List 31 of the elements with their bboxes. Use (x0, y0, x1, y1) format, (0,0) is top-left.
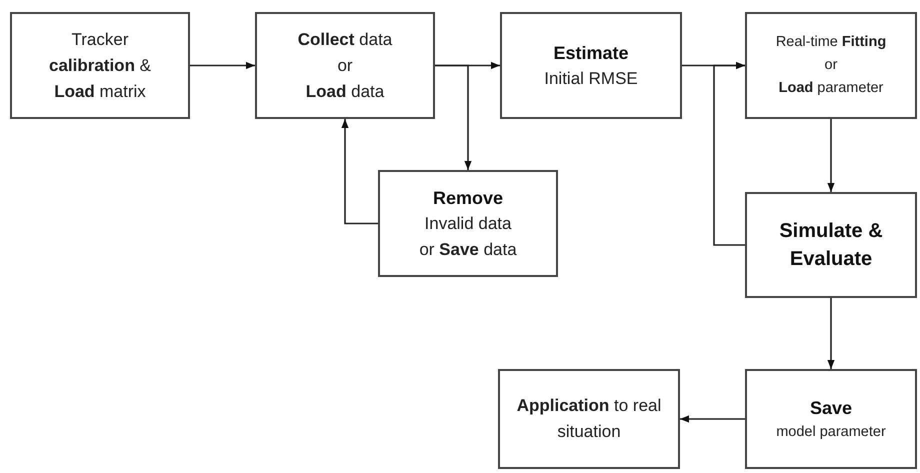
arrow (713, 62, 745, 246)
arrow (827, 298, 835, 369)
process-box (745, 369, 917, 469)
process-box (378, 170, 558, 277)
process-box (10, 12, 190, 119)
box-text: Simulate & Evaluate (778, 219, 884, 272)
box-text: or (824, 56, 838, 75)
arrow (435, 64, 472, 170)
process-box (745, 12, 917, 119)
process-box (745, 192, 917, 298)
box-text: or Save data (419, 238, 517, 260)
box-text: model parameter (776, 422, 886, 442)
box-text: Save (810, 396, 852, 420)
process-box (498, 369, 680, 469)
process-box (255, 12, 435, 119)
process-box (500, 12, 682, 119)
box-text: Estimate (553, 42, 629, 64)
arrow (190, 62, 255, 70)
box-text: or (337, 54, 353, 76)
arrow (827, 119, 835, 192)
box-text: Collect data (298, 28, 392, 50)
box-text: Tracker calibration & Load matrix (48, 28, 152, 102)
arrow (341, 119, 378, 224)
box-text: Load parameter (778, 79, 884, 98)
arrow (680, 415, 745, 423)
box-text: Application to real situation (516, 395, 662, 443)
box-text: Real-time Fitting (776, 33, 886, 52)
box-text: Load data (306, 80, 384, 102)
box-text: Initial RMSE (544, 68, 638, 90)
box-text: Invalid data (424, 212, 512, 234)
box-text: Remove (432, 186, 504, 210)
